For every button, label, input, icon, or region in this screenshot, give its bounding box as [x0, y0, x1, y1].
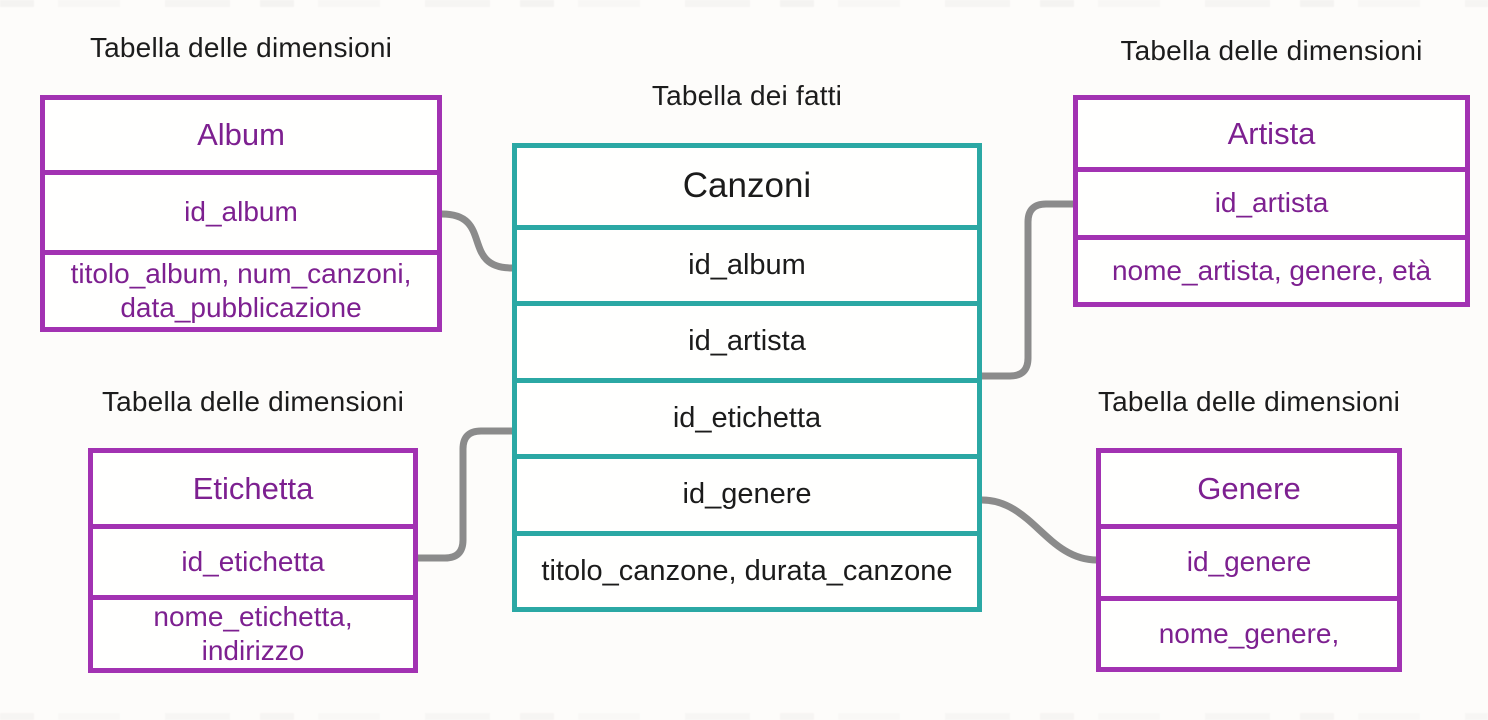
foreign-key-row: id_etichetta [517, 377, 977, 455]
dimension-table-album: Album id_album titolo_album, num_canzoni… [40, 95, 442, 332]
foreign-key-row: id_genere [517, 454, 977, 531]
table-title: Artista [1227, 115, 1316, 151]
dimension-table-etichetta: Etichetta id_etichetta nome_etichetta, i… [88, 448, 418, 673]
dimension-table-genere: Genere id_genere nome_genere, [1096, 448, 1402, 672]
connector-album-canzoni [438, 210, 516, 272]
attributes-row: titolo_album, num_canzoni, data_pubblica… [45, 250, 437, 327]
attributes-row: nome_etichetta, indirizzo [93, 594, 413, 668]
key-attribute-row: id_etichetta [93, 523, 413, 595]
key-attribute-row: id_artista [1078, 167, 1465, 234]
dimension-table-artista: Artista id_artista nome_artista, genere,… [1073, 95, 1470, 307]
foreign-key-row: id_artista [517, 301, 977, 378]
table-title: Genere [1197, 470, 1301, 506]
connector-genere-canzoni [978, 496, 1101, 564]
attributes-row: nome_artista, genere, età [1078, 234, 1465, 302]
foreign-key-row: id_album [517, 224, 977, 302]
connector-etichetta-canzoni [414, 427, 516, 562]
section-label-dimensions-top-right: Tabella delle dimensioni [1120, 35, 1423, 66]
section-label-dimensions-top-left: Tabella delle dimensioni [89, 32, 393, 63]
table-title: Canzoni [682, 165, 812, 205]
top-edge-artifact [0, 0, 1488, 7]
bottom-edge-artifact [0, 713, 1488, 720]
key-attribute-row: id_genere [1101, 524, 1397, 595]
fact-table-canzoni: Canzoni id_album id_artista id_etichetta… [512, 143, 982, 612]
table-title: Album [197, 117, 285, 153]
measures-row: titolo_canzone, durata_canzone [517, 530, 977, 608]
connector-artista-canzoni [978, 200, 1077, 380]
table-title: Etichetta [192, 470, 314, 506]
section-label-facts: Tabella dei fatti [651, 80, 843, 111]
section-label-dimensions-bottom-left: Tabella delle dimensioni [101, 386, 405, 417]
key-attribute-row: id_album [45, 170, 437, 250]
section-label-dimensions-bottom-right: Tabella delle dimensioni [1097, 386, 1401, 417]
attributes-row: nome_genere, [1101, 595, 1397, 667]
